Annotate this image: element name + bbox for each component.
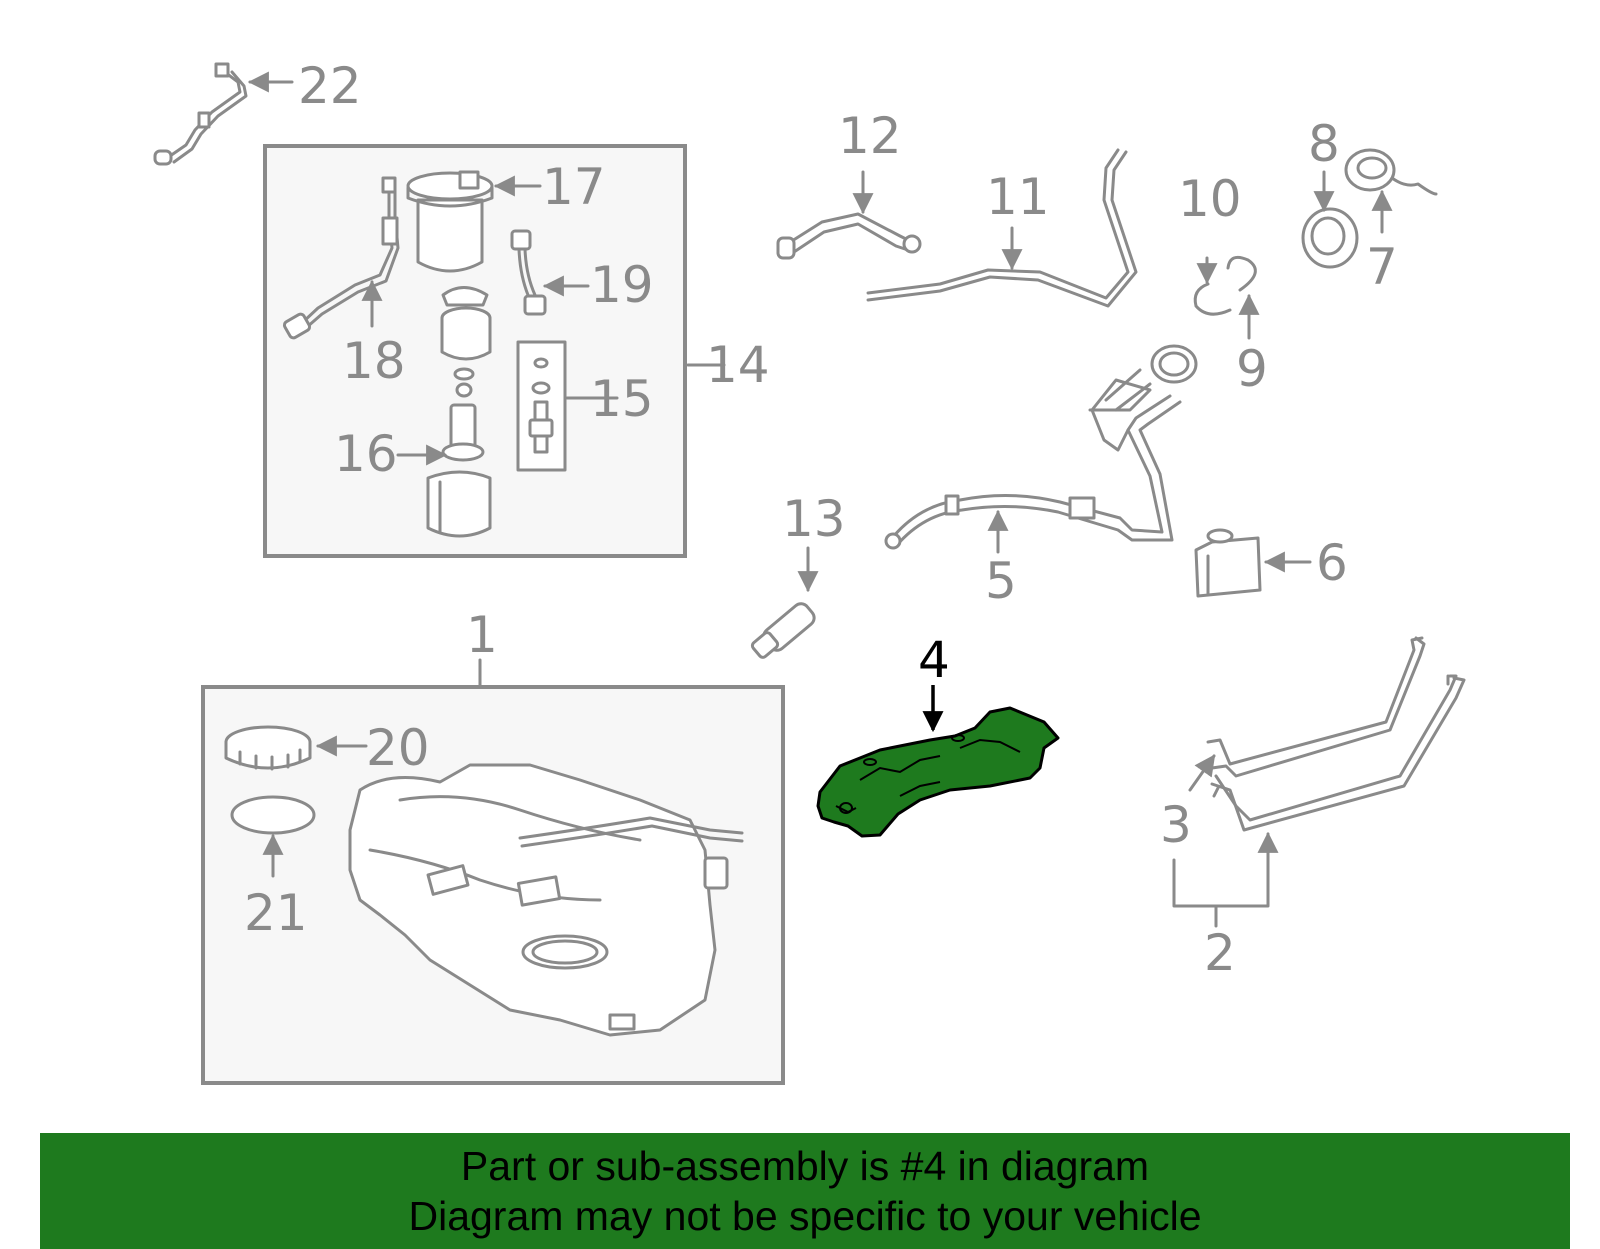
part-17-pump-cup <box>406 170 494 273</box>
part-21-gasket <box>230 795 316 835</box>
part-11-tube <box>866 148 1138 308</box>
part-20-lock-ring <box>224 725 312 771</box>
callout-11: 11 <box>986 168 1050 226</box>
callout-7: 7 <box>1366 238 1398 296</box>
callout-14: 14 <box>706 336 770 394</box>
callout-9: 9 <box>1236 340 1268 398</box>
part-13-connector <box>750 602 816 659</box>
info-banner: Part or sub-assembly is #4 in diagram Di… <box>40 1133 1570 1249</box>
part-5-filler-pipe <box>884 344 1198 550</box>
callout-18: 18 <box>342 332 406 390</box>
part-19-connector <box>510 229 547 316</box>
leader-lines <box>247 71 1393 928</box>
part-6-protector <box>1194 528 1262 598</box>
callout-5: 5 <box>985 552 1017 610</box>
part-22-hose <box>153 62 248 166</box>
callout-6: 6 <box>1316 534 1348 592</box>
part-12-hose <box>776 212 922 260</box>
callout-4: 4 <box>918 631 950 689</box>
part-1-fuel-tank <box>348 763 744 1037</box>
callout-labels: 22 17 19 18 15 14 16 1 20 21 12 11 10 9 … <box>244 57 1398 982</box>
callout-22: 22 <box>298 57 362 115</box>
part-16-pump <box>426 403 492 538</box>
part-8-grommet <box>1301 207 1359 269</box>
callout-21: 21 <box>244 884 308 942</box>
callout-2: 2 <box>1204 924 1236 982</box>
banner-line-2: Diagram may not be specific to your vehi… <box>408 1193 1202 1239</box>
part-4-heat-insulator <box>816 706 1060 838</box>
callout-8: 8 <box>1308 115 1340 173</box>
pump-internals <box>440 286 492 398</box>
callout-20: 20 <box>366 719 430 777</box>
part-9-clamp <box>1226 255 1257 292</box>
callout-17: 17 <box>542 158 606 216</box>
part-7-fuel-cap <box>1344 148 1438 196</box>
callout-19: 19 <box>590 256 654 314</box>
part-15-regulator <box>528 357 554 454</box>
callout-10: 10 <box>1178 170 1242 228</box>
part-18-harness <box>282 176 400 340</box>
callout-16: 16 <box>334 425 398 483</box>
banner-line-1: Part or sub-assembly is #4 in diagram <box>460 1143 1150 1189</box>
callout-13: 13 <box>782 490 846 548</box>
part-10-clamp <box>1193 282 1232 316</box>
callout-15: 15 <box>590 370 654 428</box>
callout-12: 12 <box>838 107 902 165</box>
callout-3: 3 <box>1160 796 1192 854</box>
part-3-strap <box>1206 636 1466 832</box>
callout-1: 1 <box>466 606 498 664</box>
